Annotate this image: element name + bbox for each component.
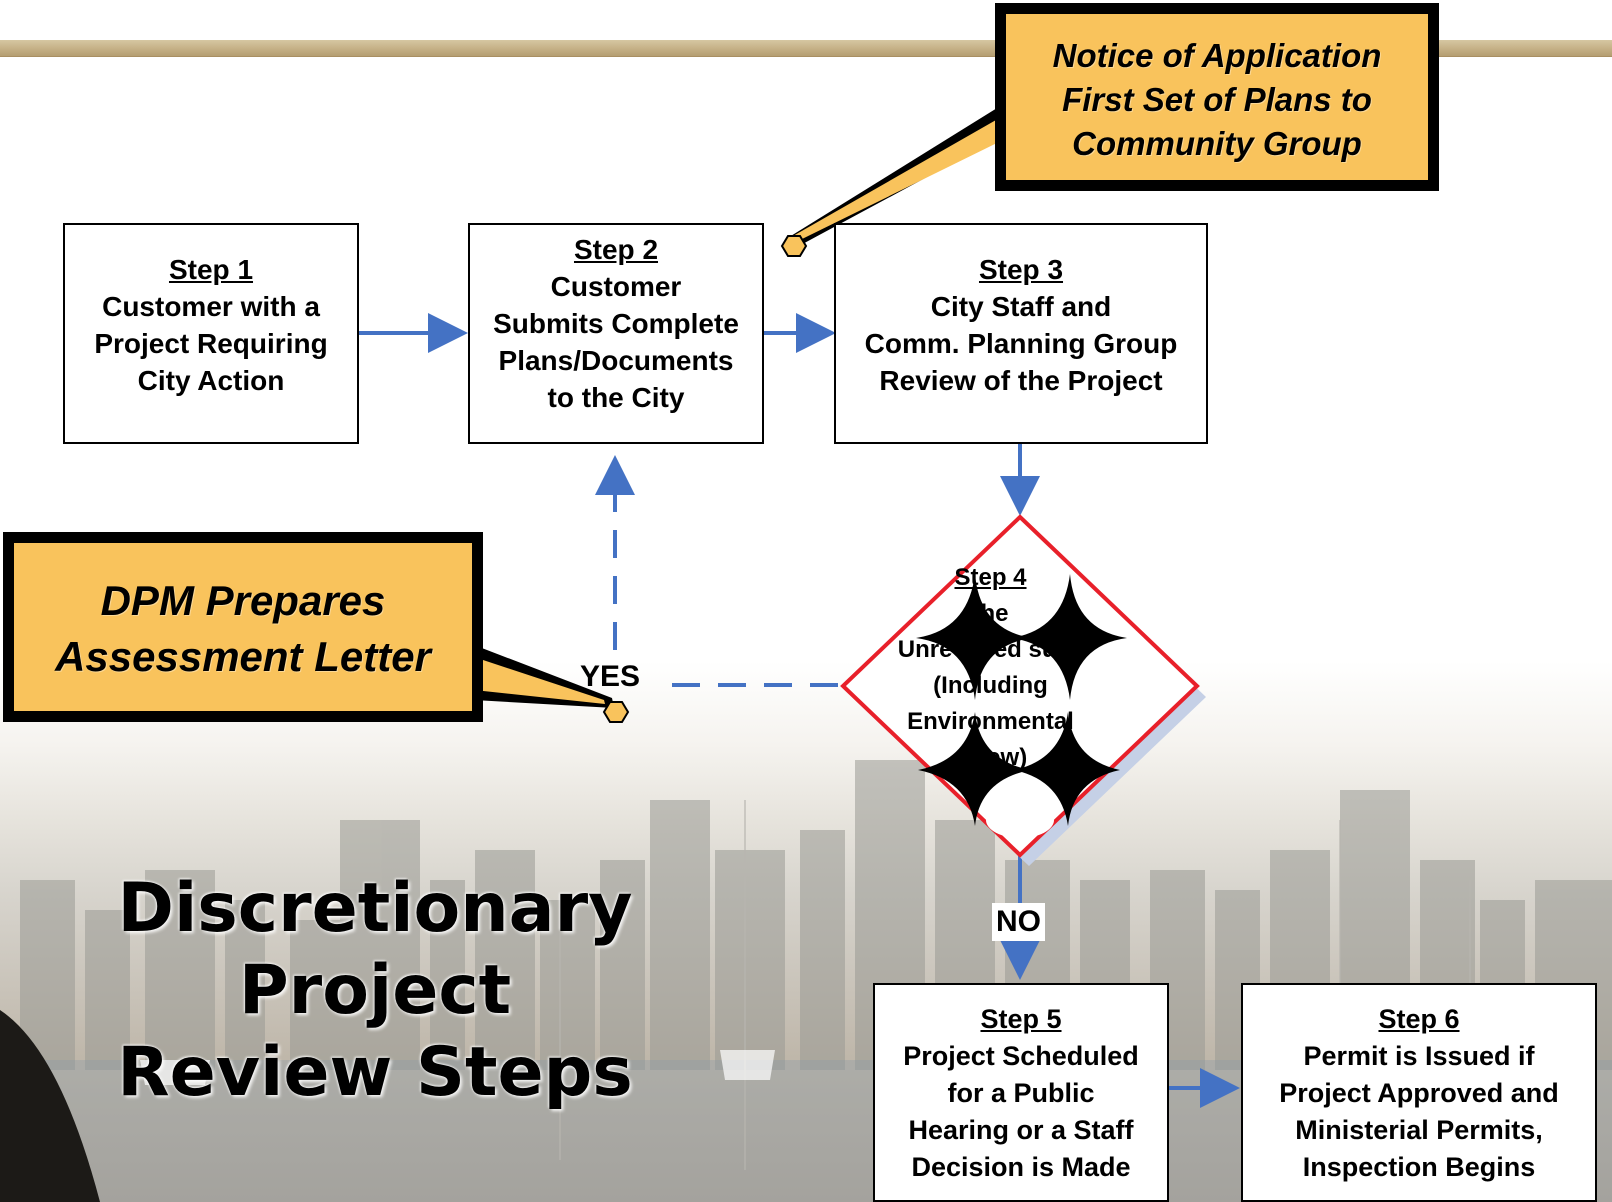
yes-label: YES bbox=[580, 660, 641, 693]
notice-callout-anchor bbox=[780, 235, 808, 257]
rendering-artifact-star bbox=[918, 712, 1030, 826]
step4-title: Step 4 bbox=[954, 564, 1027, 591]
rendering-artifact-star bbox=[916, 574, 1032, 700]
step1-body: Customer with a Project Requiring City A… bbox=[94, 291, 328, 396]
step3-title: Step 3 bbox=[978, 254, 1064, 285]
rendering-artifact-star bbox=[1011, 574, 1127, 700]
step6-box: Step 6 Permit is Issued if Project Appro… bbox=[1241, 983, 1597, 1202]
step3-body: City Staff and Comm. Planning Group Revi… bbox=[864, 291, 1178, 396]
rendering-artifact-star bbox=[1014, 712, 1120, 826]
dpm-assessment-letter-callout: DPM Prepares Assessment Letter bbox=[3, 532, 483, 722]
step2-body: Customer Submits Complete Plans/Document… bbox=[493, 271, 739, 413]
step6-title: Step 6 bbox=[1378, 1004, 1460, 1034]
step5-box: Step 5 Project Scheduled for a Public He… bbox=[873, 983, 1169, 1202]
step4-decision-text: Step 4 the Unre olved sues (Including En… bbox=[853, 560, 1128, 776]
dpm-callout-anchor bbox=[602, 701, 630, 723]
notice-of-application-callout: Notice of Application First Set of Plans… bbox=[995, 3, 1439, 191]
step5-body: Project Scheduled for a Public Hearing o… bbox=[903, 1041, 1139, 1182]
step6-body: Permit is Issued if Project Approved and… bbox=[1279, 1041, 1559, 1182]
dark-corner-shape bbox=[0, 1010, 100, 1202]
step2-title: Step 2 bbox=[573, 234, 659, 265]
slide-title: Discretionary Project Review Steps bbox=[117, 869, 633, 1112]
no-label: NO bbox=[992, 903, 1045, 941]
step4-body: the Unre olved sues (Including Environme… bbox=[897, 600, 1084, 771]
step1-box: Step 1 Customer with a Project Requiring… bbox=[63, 223, 359, 444]
step5-title: Step 5 bbox=[980, 1004, 1062, 1034]
step1-title: Step 1 bbox=[168, 254, 254, 285]
step3-box: Step 3 City Staff and Comm. Planning Gro… bbox=[834, 223, 1208, 444]
step2-box: Step 2 Customer Submits Complete Plans/D… bbox=[468, 223, 764, 444]
